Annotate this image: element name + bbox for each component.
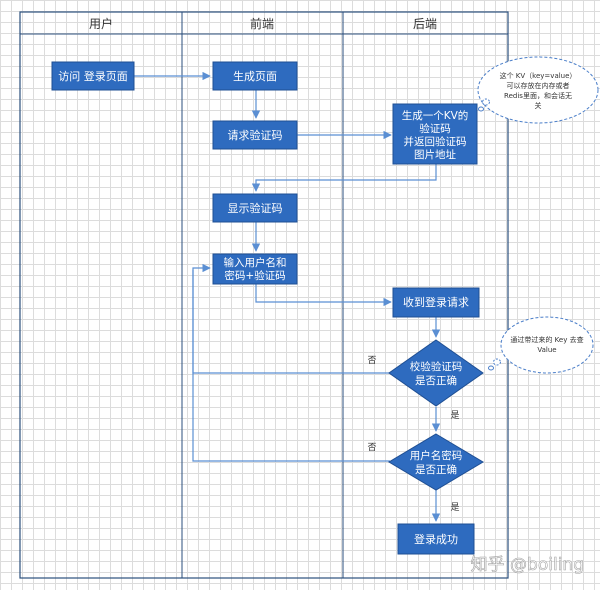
lane-frame	[19, 11, 509, 579]
note-lookup-line1: 通过带过来的 Key 去查	[510, 335, 583, 344]
lane-title-frontend: 前端	[250, 16, 274, 31]
node-gen-kv-line1: 生成一个KV的	[402, 109, 469, 122]
note-kv-line1: 这个 KV（key=value）	[500, 71, 577, 80]
edge-label-yes-user: 是	[450, 502, 459, 513]
edge-label-yes-captcha: 是	[450, 410, 459, 421]
node-request-captcha-label: 请求验证码	[228, 128, 283, 142]
node-receive-login[interactable]: 收到登录请求	[392, 287, 480, 318]
node-login-success[interactable]: 登录成功	[397, 523, 475, 555]
edge-genkv-to-show	[251, 164, 437, 192]
note-kv-line2: 可以存放在内存或者	[507, 81, 570, 90]
node-show-captcha[interactable]: 显示验证码	[212, 193, 298, 223]
decision-check-user[interactable]: 用户名密码 是否正确	[388, 433, 484, 491]
node-visit-login[interactable]: 访问 登录页面	[51, 61, 135, 91]
decision-check-captcha[interactable]: 校验验证码 是否正确	[388, 339, 484, 407]
note-key-lookup: 通过带过来的 Key 去查 Value	[488, 316, 594, 374]
lane-title-backend: 后端	[413, 17, 437, 31]
edge-label-no-user: 否	[367, 442, 376, 453]
node-input-cred-line1: 输入用户名和	[224, 256, 287, 269]
note-kv-storage: 这个 KV（key=value） 可以存放在内存或者 Redis里面，和会话无 …	[477, 56, 599, 124]
watermark: 知乎 @boiling	[471, 555, 584, 575]
node-show-captcha-label: 显示验证码	[228, 201, 283, 215]
edges	[134, 71, 441, 522]
note-lookup-line2: Value	[537, 346, 556, 354]
node-input-cred-line2: 密码+验证码	[224, 269, 285, 282]
node-gen-page-label: 生成页面	[233, 69, 277, 83]
swimlanes: 用户 前端 后端	[19, 11, 509, 579]
node-gen-kv-line3: 并返回验证码	[404, 135, 467, 148]
node-login-success-label: 登录成功	[414, 532, 458, 546]
decision-check-captcha-line1: 校验验证码	[410, 360, 463, 373]
edge-input-to-receive	[255, 284, 392, 307]
node-receive-login-label: 收到登录请求	[403, 295, 469, 309]
node-gen-page[interactable]: 生成页面	[212, 61, 298, 91]
node-request-captcha[interactable]: 请求验证码	[212, 120, 298, 150]
node-input-credentials[interactable]: 输入用户名和 密码+验证码	[212, 253, 298, 285]
decision-check-user-line1: 用户名密码	[410, 449, 463, 462]
edge-checkuser-no	[192, 270, 390, 462]
note-kv-line3: Redis里面，和会话无	[504, 91, 572, 100]
node-gen-kv-line4: 图片地址	[414, 148, 456, 161]
decision-check-captcha-line2: 是否正确	[415, 374, 457, 387]
node-visit-login-label: 访问 登录页面	[58, 69, 128, 83]
lane-title-user: 用户	[89, 16, 113, 31]
node-gen-kv[interactable]: 生成一个KV的 验证码 并返回验证码 图片地址	[392, 103, 478, 165]
decision-check-user-line2: 是否正确	[415, 463, 457, 476]
note-kv-line4: 关	[535, 101, 542, 110]
node-gen-kv-line2: 验证码	[419, 122, 451, 135]
edge-label-no-captcha: 否	[367, 355, 376, 366]
